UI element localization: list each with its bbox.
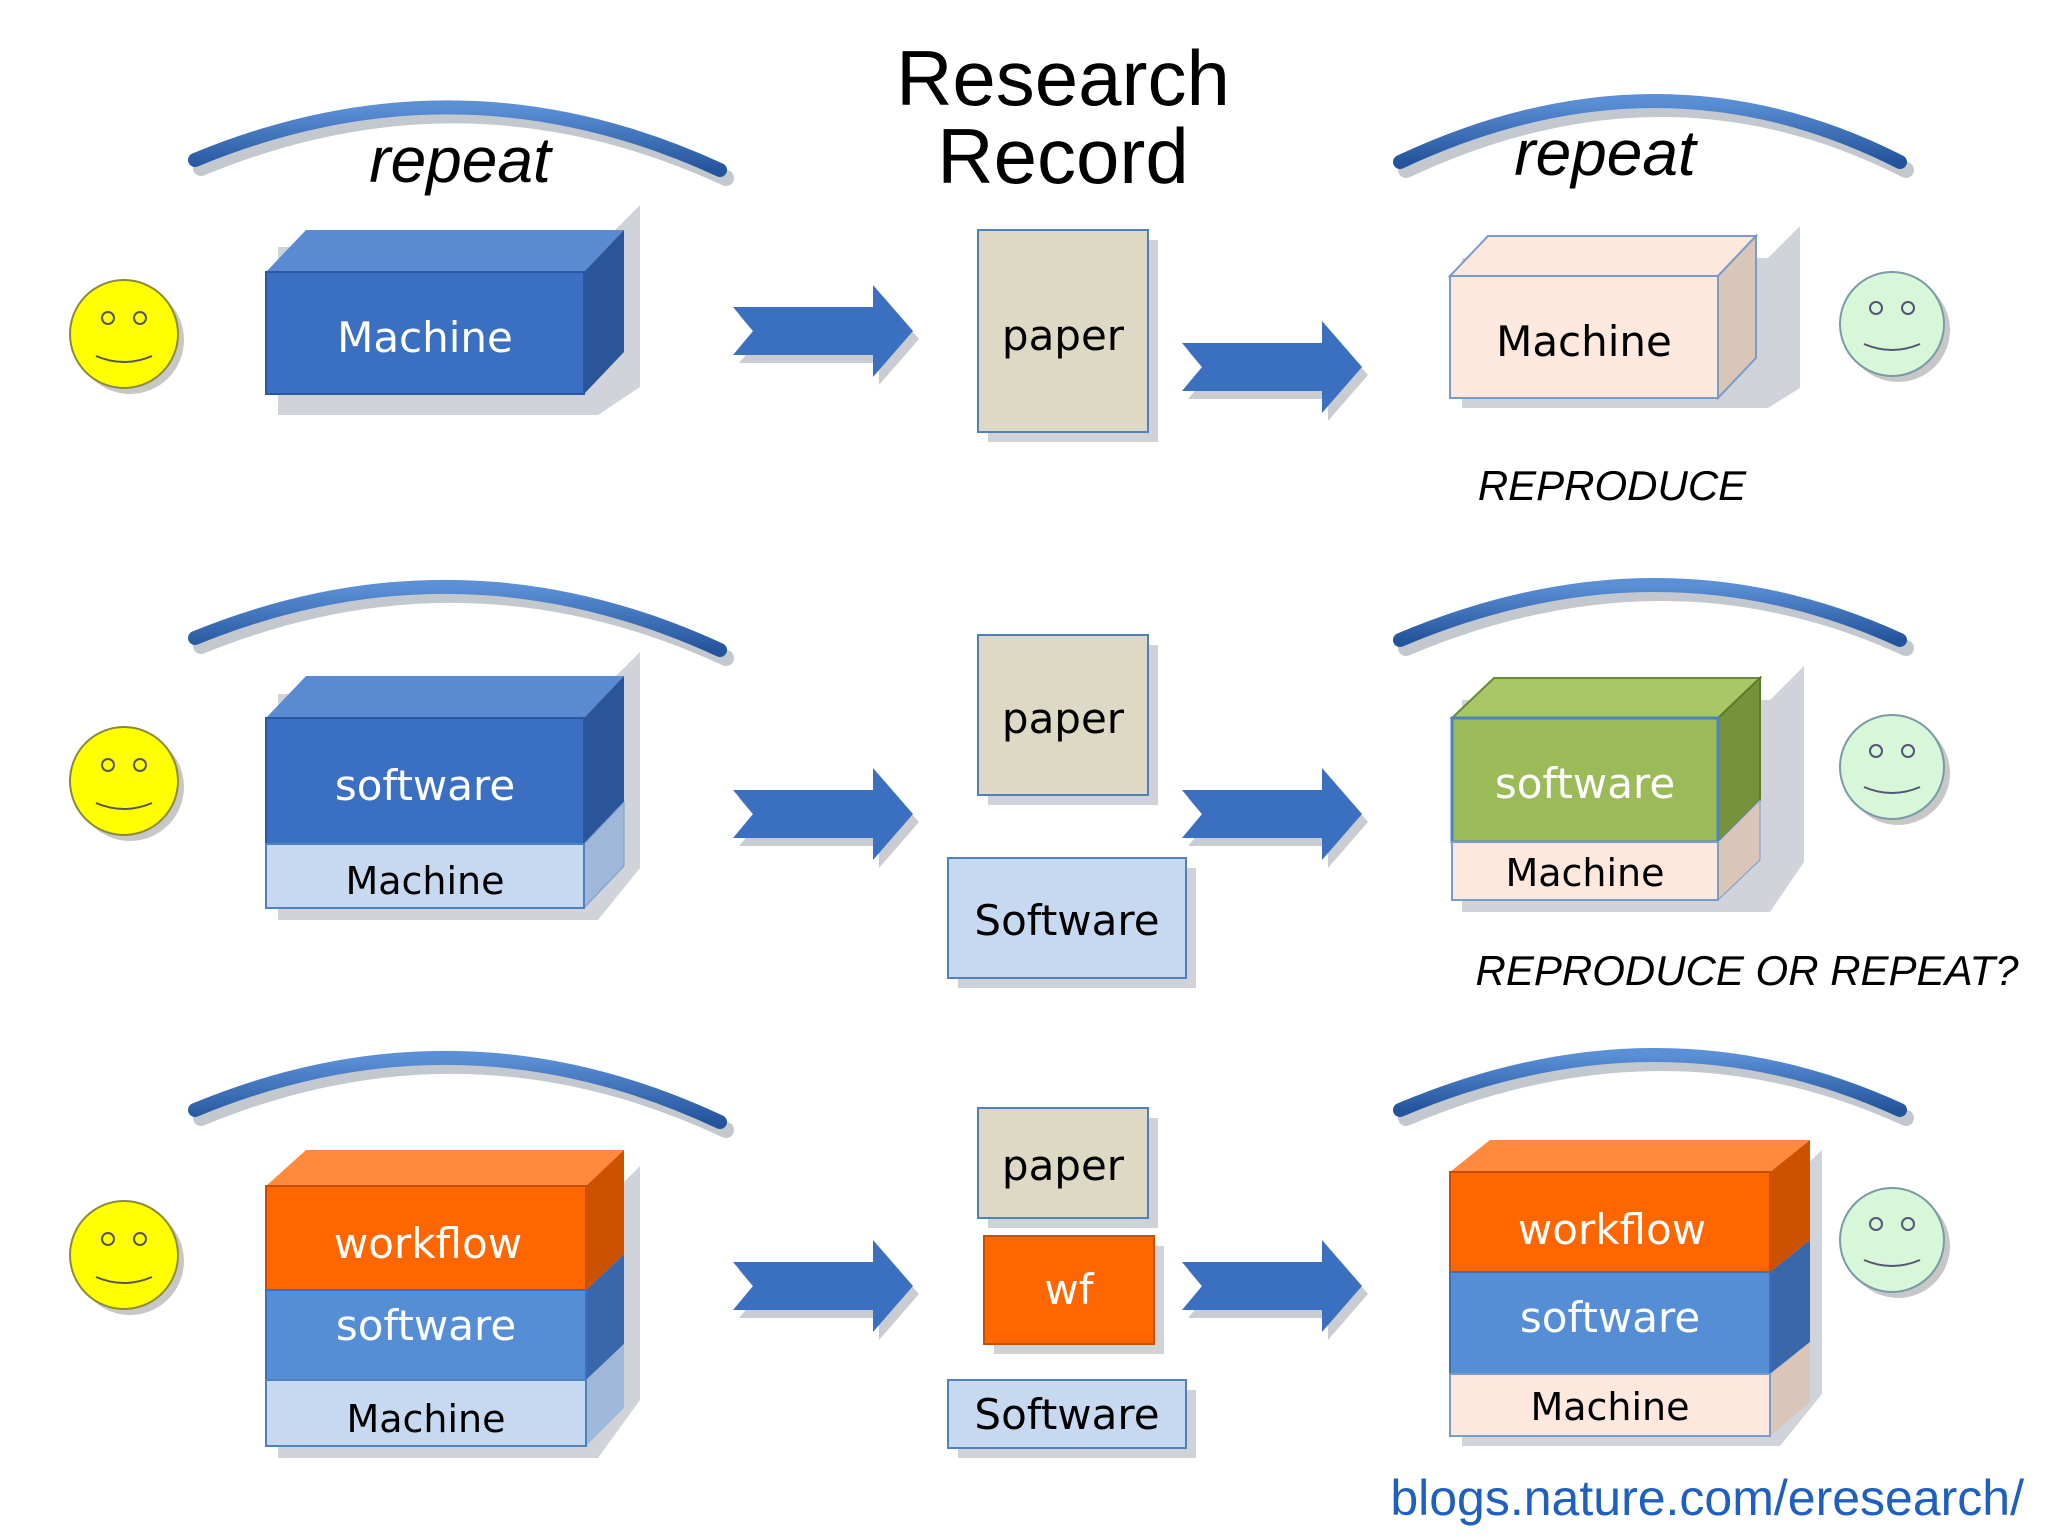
arrow-left	[733, 285, 919, 385]
repeat-label-right: repeat	[1514, 117, 1698, 189]
right-machine-label-3: Machine	[1530, 1385, 1689, 1429]
record-paper-label-3: paper	[1002, 1141, 1125, 1190]
title-line-2: Record	[937, 112, 1188, 200]
repeat-label-left: repeat	[369, 124, 553, 196]
smiley-right	[1839, 271, 1950, 382]
right-software-label-3: software	[1520, 1293, 1700, 1342]
record-paper: paper	[977, 229, 1158, 442]
row-2: software Machine paper Software softw	[69, 578, 2020, 994]
record-software-2: Software	[947, 857, 1196, 988]
left-machine-label-2: Machine	[345, 859, 504, 903]
repeat-arc-right-3	[1393, 1048, 1914, 1126]
left-software-machine-stack: software Machine	[265, 652, 640, 920]
arrow-left-2	[733, 768, 919, 868]
smiley-left-3	[69, 1200, 184, 1315]
smiley-left-2	[69, 726, 184, 841]
left-software-label: software	[335, 761, 515, 810]
left-machine-box: Machine	[265, 205, 640, 415]
right-machine-label-2: Machine	[1505, 851, 1664, 895]
record-paper-label: paper	[1002, 311, 1125, 360]
record-software-label-3: Software	[974, 1390, 1159, 1439]
right-machine-label: Machine	[1496, 317, 1672, 366]
arrow-right	[1182, 321, 1368, 421]
right-workflow-label: workflow	[1518, 1205, 1706, 1254]
right-software-machine-stack: software Machine	[1449, 666, 1804, 912]
left-software-label-3: software	[336, 1301, 516, 1350]
record-paper-2: paper	[977, 634, 1158, 805]
smiley-right-2	[1839, 714, 1950, 825]
record-wf-label-3: wf	[1044, 1265, 1094, 1314]
source-link[interactable]: blogs.nature.com/eresearch/	[1390, 1470, 2024, 1526]
caption-reproduce-or-repeat: REPRODUCE OR REPEAT?	[1476, 947, 2020, 994]
caption-reproduce: REPRODUCE	[1478, 462, 1747, 509]
right-workflow-stack: workflow software Machine	[1449, 1140, 1822, 1446]
right-software-label: software	[1495, 759, 1675, 808]
repeat-arc-right-2	[1393, 578, 1914, 656]
left-workflow-label: workflow	[334, 1219, 522, 1268]
smiley-right-3	[1839, 1187, 1950, 1298]
smiley-left	[69, 279, 184, 394]
arrow-right-2	[1182, 768, 1368, 868]
left-workflow-stack: workflow software Machine	[265, 1150, 640, 1458]
arrow-right-3	[1182, 1240, 1368, 1340]
record-paper-3: paper	[977, 1107, 1158, 1228]
row-1: repeat Machine paper repeat	[69, 94, 1950, 509]
left-machine-label-3: Machine	[346, 1397, 505, 1441]
arrow-left-3	[733, 1240, 919, 1340]
record-paper-label-2: paper	[1002, 694, 1125, 743]
row-3: workflow software Machine paper wf Softw…	[69, 1048, 1950, 1458]
record-wf-3: wf	[983, 1235, 1164, 1354]
record-software-label-2: Software	[974, 896, 1159, 945]
repeat-arc-left-2	[188, 579, 734, 666]
repeat-arc-left	[188, 100, 734, 186]
repeat-arc-left-3	[188, 1050, 734, 1138]
right-machine-box: Machine	[1447, 226, 1800, 408]
left-machine-label: Machine	[337, 313, 513, 362]
repeat-arc-right	[1393, 94, 1914, 178]
title-line-1: Research	[896, 34, 1230, 122]
record-software-3: Software	[947, 1379, 1196, 1458]
